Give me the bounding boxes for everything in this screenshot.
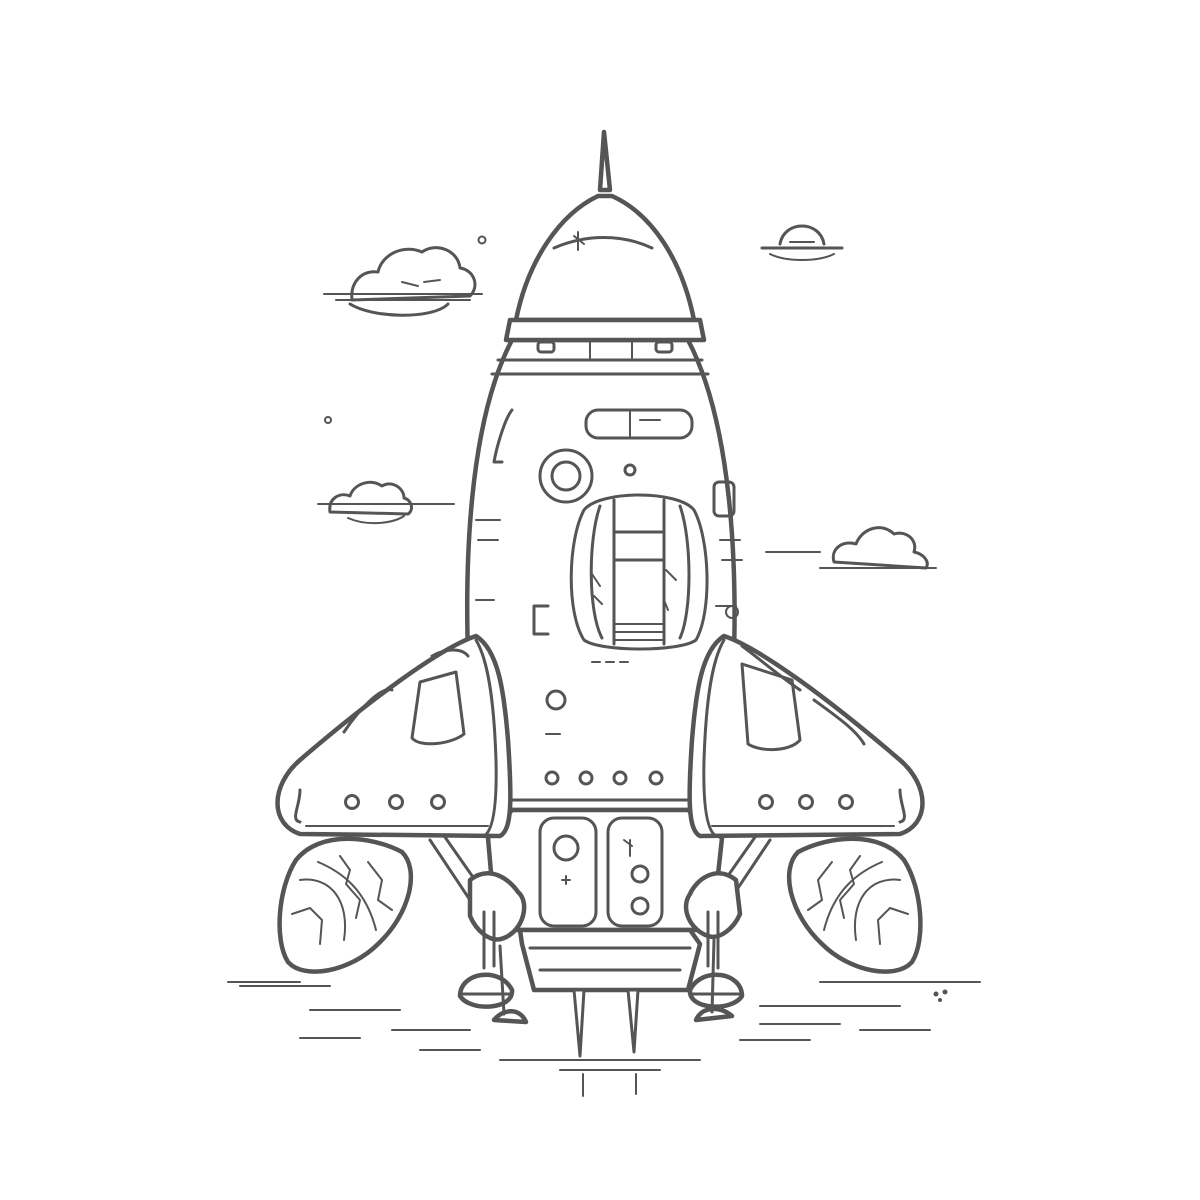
cloud-right	[765, 526, 937, 570]
landing-leg-left	[428, 828, 529, 1025]
ground-lines	[227, 981, 981, 1097]
fin-right	[687, 633, 925, 839]
star-icon	[324, 235, 948, 1002]
cloud-ufo-left	[323, 246, 483, 317]
engine-block	[485, 807, 725, 1058]
cloud-mid-left	[317, 480, 455, 524]
fin-left	[275, 633, 513, 839]
ufo-right	[760, 224, 844, 261]
thruster-pod-right	[786, 836, 923, 974]
landing-leg-right	[683, 828, 772, 1023]
thruster-pod-left	[277, 836, 414, 974]
rocket-body	[465, 337, 743, 813]
nose-cone	[503, 129, 707, 343]
